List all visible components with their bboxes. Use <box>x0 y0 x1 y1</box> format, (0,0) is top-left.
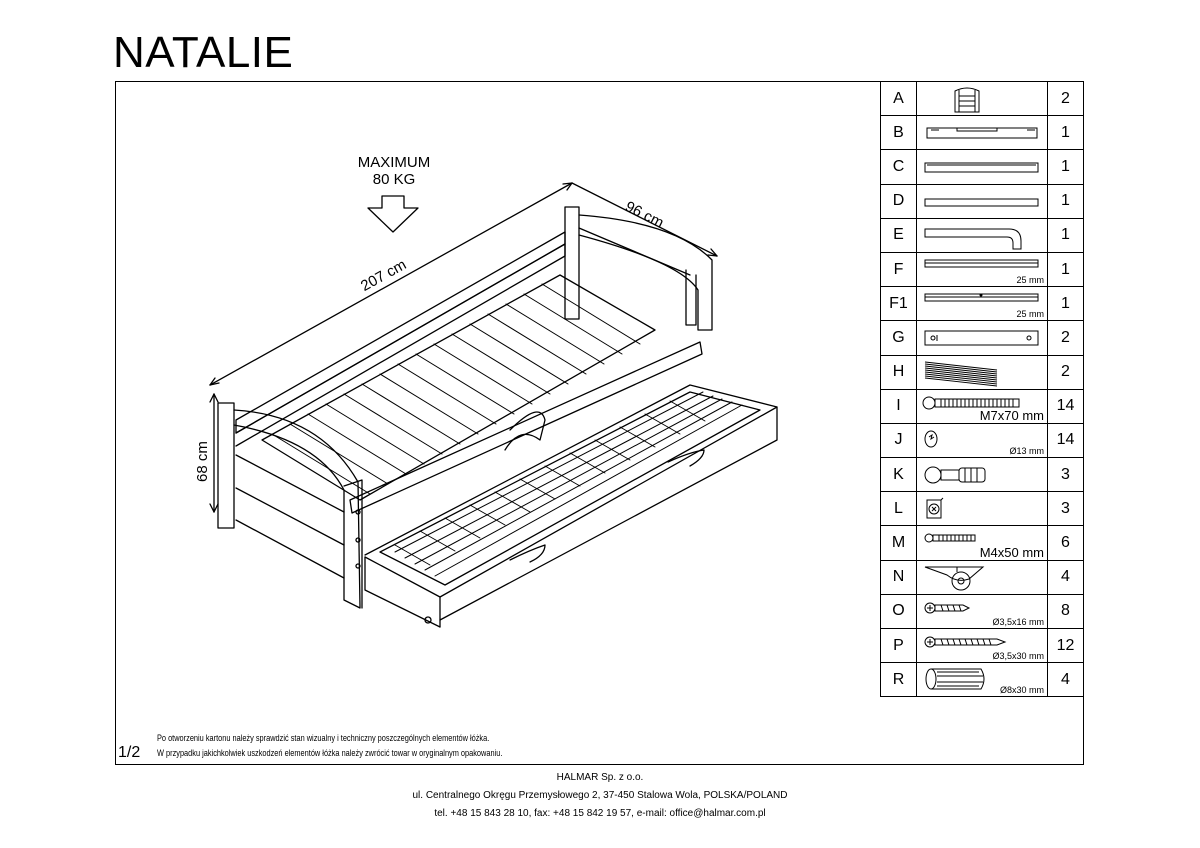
slat-support-icon <box>924 259 1039 268</box>
curved-backrest-icon <box>924 228 1022 250</box>
inspection-notes: Po otworzeniu kartonu należy sprawdzić s… <box>157 733 503 758</box>
part-row-I: I M7x70 mm 14 <box>880 388 1084 424</box>
slat-bundle-icon <box>924 361 998 386</box>
part-row-F: F 25 mm 1 <box>880 251 1084 288</box>
short-screw-icon <box>924 602 971 614</box>
page-number: 1/2 <box>118 744 141 761</box>
part-dimension-label: M7x70 mm <box>979 407 1044 423</box>
part-row-D: D 1 <box>880 183 1084 219</box>
parts-table: A 2 B 1 C 1 D 1 E 1 F 25 mm 1 F1 25 mm 1… <box>880 80 1084 698</box>
part-dimension-label: 25 mm <box>1016 275 1044 286</box>
headboard-panel-icon <box>954 87 980 113</box>
part-row-R: R Ø8x30 mm 4 <box>880 662 1084 698</box>
notched-rail-icon <box>926 127 1038 139</box>
part-row-L: L 3 <box>880 491 1084 527</box>
page-title: NATALIE <box>113 28 294 77</box>
side-rail-icon <box>924 162 1039 173</box>
company-name: HALMAR Sp. z o.o. <box>556 772 644 783</box>
part-dimension-label: Ø3,5x30 mm <box>992 651 1044 662</box>
part-row-N: N 4 <box>880 559 1084 595</box>
wooden-dowel-icon <box>925 668 985 690</box>
bolt-icon <box>922 396 1020 410</box>
part-dimension-label: Ø8x30 mm <box>999 685 1044 696</box>
part-row-E: E 1 <box>880 217 1084 253</box>
company-contact: tel. +48 15 843 28 10, fax: +48 15 842 1… <box>434 808 766 819</box>
part-row-M: M M4x50 mm 6 <box>880 525 1084 561</box>
caster-wheel-icon <box>924 566 985 591</box>
long-screw-icon <box>924 636 1007 648</box>
part-row-P: P Ø3,5x30 mm 12 <box>880 627 1084 664</box>
company-footer: HALMAR Sp. z o.o. ul. Centralnego Okręgu… <box>0 769 1200 823</box>
part-dimension-label: 25 mm <box>1016 309 1044 320</box>
connector-icon <box>924 466 986 484</box>
cam-lock-icon <box>926 497 944 519</box>
part-row-H: H 2 <box>880 354 1084 390</box>
company-address: ul. Centralnego Okręgu Przemysłowego 2, … <box>412 790 788 801</box>
part-dimension-label: Ø3,5x16 mm <box>992 617 1044 627</box>
thin-rail-icon <box>924 198 1039 207</box>
part-row-J: J Ø13 mm 14 <box>880 422 1084 459</box>
part-dimension-label: M4x50 mm <box>979 544 1044 560</box>
drawing-frame <box>115 81 1084 765</box>
part-row-A: A 2 <box>880 80 1084 117</box>
part-row-B: B 1 <box>880 115 1084 151</box>
part-row-C: C 1 <box>880 149 1084 185</box>
down-arrow-icon <box>367 195 419 233</box>
max-load-label: MAXIMUM 80 KG <box>357 154 431 188</box>
part-row-O: O Ø3,5x16 mm 8 <box>880 593 1084 630</box>
barrel-nut-icon <box>924 430 938 448</box>
part-row-F1: F1 25 mm 1 <box>880 286 1084 322</box>
bed-illustration <box>209 182 778 628</box>
small-bolt-icon <box>924 533 976 543</box>
part-dimension-label: Ø13 mm <box>1009 446 1044 457</box>
slat-support-center-icon <box>924 293 1039 302</box>
height-dimension: 68 cm <box>194 441 211 482</box>
part-row-G: G 2 <box>880 320 1084 356</box>
part-row-K: K 3 <box>880 457 1084 493</box>
drawer-side-icon <box>924 330 1039 346</box>
